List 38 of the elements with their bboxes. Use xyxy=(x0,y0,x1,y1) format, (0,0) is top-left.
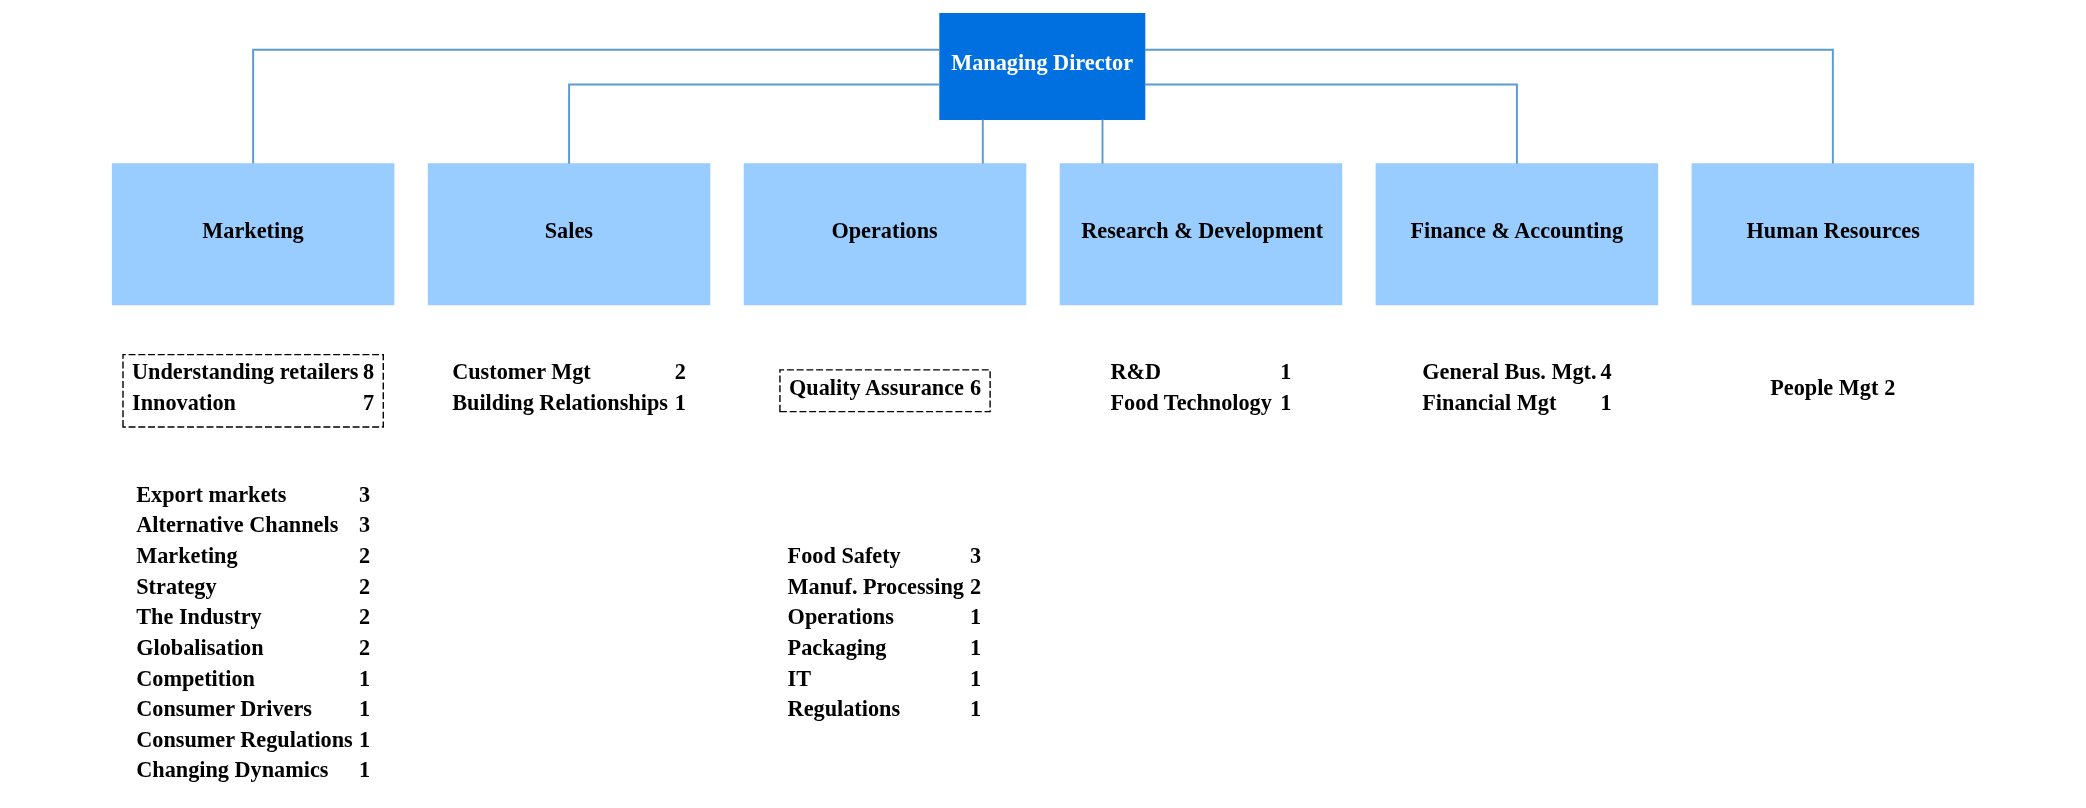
node-label: Strategy 2 xyxy=(136,573,371,599)
node-box: Research & Development xyxy=(1059,163,1343,306)
node-label: Marketing 2 xyxy=(136,543,371,569)
node-box: Understanding retailers 8 Innovation 7 xyxy=(122,353,384,428)
node-box: Finance & Accounting xyxy=(1375,163,1659,306)
node-label: R&D 1 xyxy=(1110,359,1292,385)
connector xyxy=(1143,48,1834,165)
node-label: Operations 1 xyxy=(787,604,982,630)
node-label: Customer Mgt 2 xyxy=(452,359,686,385)
node-label: Globalisation 2 xyxy=(136,634,371,660)
node-label: Consumer Drivers 1 xyxy=(136,696,371,722)
node-label: Export markets 3 xyxy=(136,481,371,507)
node-label: IT 1 xyxy=(787,665,982,691)
node-label: Regulations 1 xyxy=(787,696,982,722)
node-label: Changing Dynamics 1 xyxy=(136,757,371,783)
node-box: Human Resources xyxy=(1691,163,1975,306)
connector xyxy=(981,118,984,165)
node-box: Quality Assurance 6 xyxy=(779,369,991,413)
node-box: Managing Director xyxy=(939,12,1146,121)
node-box: Marketing xyxy=(111,163,395,306)
node-label: Food Technology 1 xyxy=(1110,389,1292,415)
node-box: Sales xyxy=(427,163,711,306)
connector xyxy=(1101,118,1104,165)
connector xyxy=(1143,83,1518,165)
node-label: General Bus. Mgt. 4 xyxy=(1422,359,1612,385)
node-label: People Mgt 2 xyxy=(1770,374,1896,400)
node-label: Consumer Regulations 1 xyxy=(136,726,371,752)
node-label: Alternative Channels 3 xyxy=(136,512,371,538)
connector xyxy=(252,48,941,165)
node-label: Packaging 1 xyxy=(787,634,982,660)
connector xyxy=(568,83,941,165)
node-label: The Industry 2 xyxy=(136,604,371,630)
node-label: Financial Mgt 1 xyxy=(1422,389,1612,415)
node-box: Operations xyxy=(743,163,1027,306)
node-label: Manuf. Processing 2 xyxy=(787,573,982,599)
node-label: Competition 1 xyxy=(136,665,371,691)
node-label: Building Relationships 1 xyxy=(452,389,686,415)
node-label: Food Safety 3 xyxy=(787,543,982,569)
